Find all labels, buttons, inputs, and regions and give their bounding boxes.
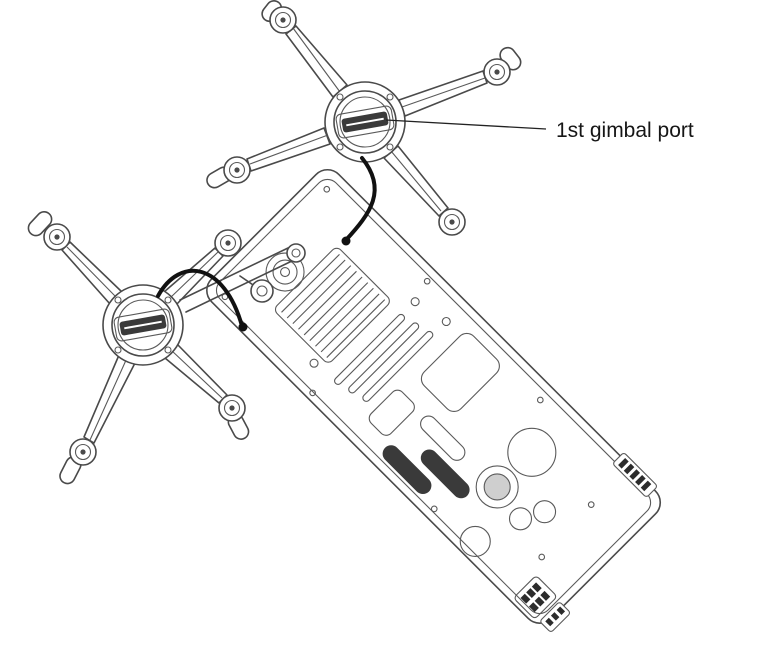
- linkage-hinge-pin: [256, 285, 268, 297]
- mount-holes: [309, 297, 451, 368]
- left-frame-motor-pods-outer: [43, 223, 246, 466]
- side-connector-pins: [618, 457, 652, 492]
- chassis-plate-outline: [206, 168, 662, 624]
- service-cutout: [420, 332, 500, 412]
- gimbal-port-slot-line: [124, 320, 162, 330]
- heatsink-frame: [274, 247, 390, 363]
- cable-slot-outline: [420, 415, 466, 461]
- gimbal-port-slot-outline: [113, 308, 173, 342]
- access-hole-small: [533, 500, 557, 524]
- left-frame-arms: [61, 241, 228, 444]
- tail-tab-pins: [545, 606, 566, 627]
- front-frame-motor-pods-outer: [223, 6, 511, 236]
- arm-hinge-circle-inner: [272, 259, 298, 285]
- vent-slot: [362, 330, 434, 402]
- second-gimbal-port: [102, 284, 184, 366]
- left-gimbal-frame: [27, 211, 250, 485]
- service-cutout-small: [368, 389, 415, 436]
- center-body-plate: [206, 168, 662, 632]
- callout: 1st gimbal port: [385, 119, 694, 142]
- gimbal-port-screws: [336, 93, 394, 151]
- cable-connector: [238, 322, 248, 332]
- callout-label: 1st gimbal port: [556, 119, 694, 142]
- gimbal-port-slot-group: [335, 105, 395, 139]
- gimbal-cable-left: [156, 268, 244, 328]
- gimbal-port-ring: [111, 293, 175, 357]
- front-frame-arms: [246, 25, 488, 217]
- left-frame-motor-pods-inner: [48, 229, 241, 460]
- vent-slot: [334, 313, 406, 385]
- gimbal-port-inner-ring: [117, 299, 169, 351]
- landing-bumper: [27, 211, 53, 237]
- front-gimbal-frame: [206, 0, 522, 236]
- gimbal-port-inner-ring: [339, 96, 391, 148]
- gimbal-cables: [156, 156, 377, 332]
- front-frame-arm-ridges: [249, 27, 486, 212]
- tail-connector-housing: [514, 576, 557, 619]
- grommet-center: [483, 473, 511, 501]
- cable-connector: [341, 236, 351, 246]
- access-hole-small: [508, 507, 533, 531]
- linkage-hinge: [250, 279, 274, 303]
- grommet-ring: [475, 465, 519, 509]
- gimbal-cable-front: [344, 156, 377, 242]
- chassis-inner-outline: [215, 178, 652, 615]
- gimbal-port-slot-group: [113, 308, 173, 342]
- access-hole-large: [507, 427, 557, 477]
- heatsink-fins: [281, 253, 386, 358]
- gimbal-port-ring: [333, 90, 397, 154]
- arm-hinge-axle: [279, 266, 291, 278]
- front-frame-motor-pods-inner: [228, 12, 506, 230]
- linkage-joint-pin: [291, 248, 301, 258]
- folding-linkage: [179, 243, 306, 313]
- gimbal-port-screws: [114, 296, 172, 354]
- callout-leader-line: [385, 119, 547, 130]
- battery-slot-dark: [420, 449, 470, 499]
- linkage-joint: [286, 243, 306, 263]
- battery-slot-dark: [382, 445, 432, 495]
- gimbal-port-slot-outline: [335, 105, 395, 139]
- left-frame-arm-ridges: [66, 246, 223, 441]
- vent-slot: [348, 322, 420, 394]
- tail-connector-pins: [520, 582, 551, 613]
- gimbal-port-slot-line: [346, 117, 384, 127]
- first-gimbal-port: [324, 81, 406, 163]
- access-hole-medium: [459, 525, 491, 557]
